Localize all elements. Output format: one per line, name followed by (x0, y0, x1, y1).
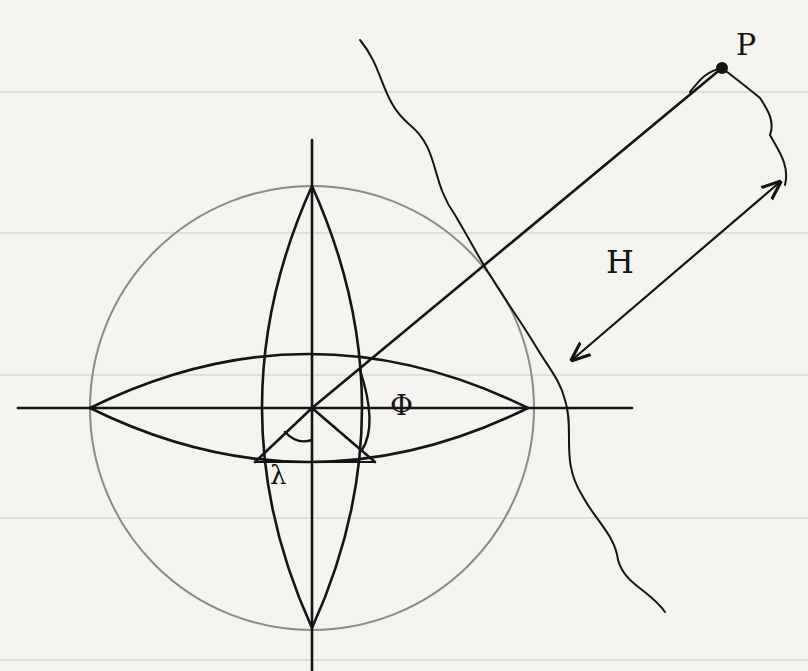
equator-axis (18, 407, 632, 410)
longitude-label: λ (270, 462, 286, 488)
point-label: P (736, 30, 756, 60)
paper-rules (0, 92, 808, 660)
equator-ellipse (90, 354, 528, 462)
point-dot (716, 62, 728, 74)
polar-axis (311, 140, 314, 671)
latitude-base-line (312, 408, 375, 462)
height-label: H (606, 246, 634, 278)
meridian-line (255, 408, 312, 462)
height-arrow (572, 182, 780, 360)
terrain-near-point (690, 68, 786, 185)
radius-line (312, 68, 722, 408)
terrain-line (360, 40, 665, 612)
latitude-arc (360, 370, 370, 450)
longitude-arc (285, 432, 312, 441)
latitude-label: Φ (390, 392, 413, 420)
